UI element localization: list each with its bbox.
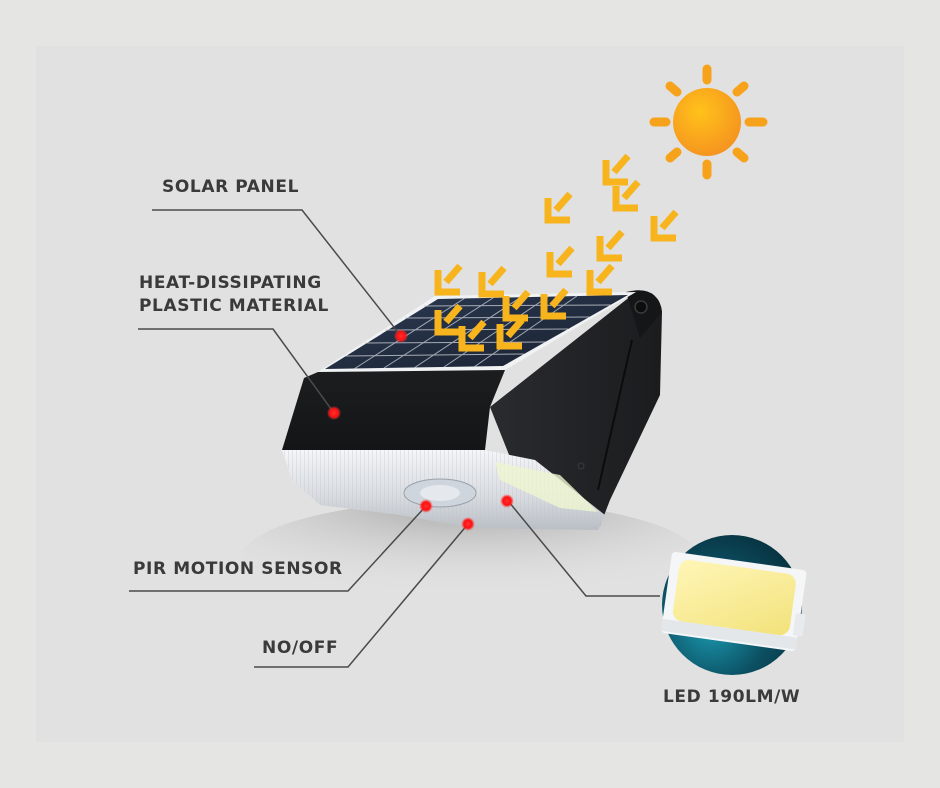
leader-led (508, 501, 660, 597)
callout-no-off-text: NO/OFF (262, 638, 339, 658)
callout-pir-sensor: PIR MOTION SENSOR (133, 558, 343, 581)
callout-led: LED 190LM/W (663, 686, 800, 709)
callout-heat-dissipating: HEAT-DISSIPATING PLASTIC MATERIAL (139, 272, 329, 318)
sunlight-arrows (434, 153, 679, 352)
sun-icon (649, 64, 768, 180)
callout-solar-panel-text: SOLAR PANEL (162, 177, 300, 197)
leader-pir-sensor (129, 505, 427, 592)
leader-solar-panel (152, 209, 402, 337)
lamp-shadow (240, 500, 700, 620)
callout-heat-dissipating-line1: HEAT-DISSIPATING (139, 273, 322, 293)
red-dot-marker (327, 329, 514, 531)
leader-lines (129, 209, 660, 668)
callout-no-off: NO/OFF (262, 637, 338, 660)
leader-heat-dissipating (138, 328, 335, 414)
leader-no-off (254, 523, 469, 668)
callout-led-text: LED 190LM/W (663, 687, 801, 707)
callout-pir-sensor-text: PIR MOTION SENSOR (133, 559, 343, 579)
led-chip-inset (661, 535, 807, 675)
callout-solar-panel: SOLAR PANEL (162, 176, 299, 199)
callout-heat-dissipating-line2: PLASTIC MATERIAL (139, 296, 329, 316)
